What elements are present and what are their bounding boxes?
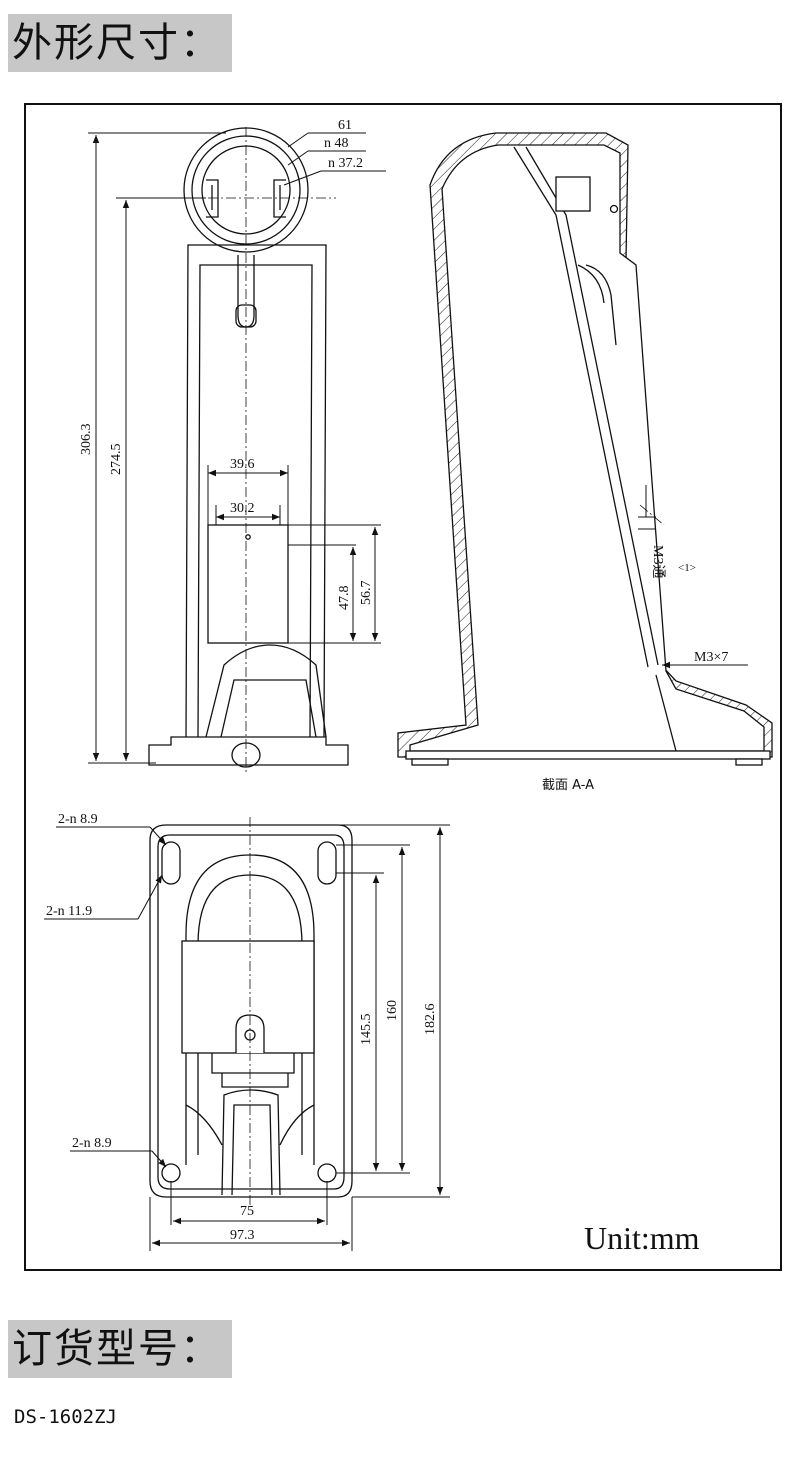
order-title: 订货型号：	[8, 1320, 232, 1378]
hole-top-small-label: 2-n 8.9	[58, 812, 98, 827]
front-view	[148, 127, 349, 768]
screw-note: <1>	[678, 562, 696, 574]
screw-through-label: M3通	[650, 545, 666, 578]
technical-drawing: 61 n 48 n 37.2 306.3 274.5 39.6 30.2 47.…	[24, 103, 782, 1271]
dim-plate-height-outer: 56.7	[359, 581, 374, 606]
base-view	[149, 824, 353, 1198]
dim-base-length: 182.6	[423, 1004, 438, 1036]
dim-plate-width-inner: 30.2	[230, 501, 255, 516]
dim-slot-spacing-vertical: 160	[385, 1000, 400, 1021]
unit-label: Unit:mm	[584, 1220, 700, 1256]
dim-plate-width-outer: 39.6	[230, 457, 255, 472]
dim-hole-spacing-horizontal: 75	[240, 1204, 254, 1219]
section-annotations	[638, 485, 748, 669]
model-code: DS-1602ZJ	[14, 1406, 117, 1428]
dim-inner-diameter: n 37.2	[328, 156, 363, 171]
hole-bottom-label: 2-n 8.9	[72, 1136, 112, 1151]
dim-hole-spacing-vertical: 145.5	[359, 1014, 374, 1046]
dim-plate-height-inner: 47.8	[337, 586, 352, 611]
front-dimensions	[88, 132, 386, 764]
screw-size-label: M3×7	[694, 650, 728, 665]
hole-top-large-label: 2-n 11.9	[46, 904, 92, 919]
section-view	[397, 132, 773, 766]
dim-total-height: 306.3	[79, 424, 94, 456]
dim-center-height: 274.5	[109, 444, 124, 476]
dimensions-title: 外形尺寸：	[8, 14, 232, 72]
dim-base-width: 97.3	[230, 1228, 255, 1243]
section-label: 截面 A-A	[542, 778, 594, 793]
base-dimensions	[44, 824, 450, 1251]
dim-outer-diameter: 61	[338, 118, 352, 133]
dim-mid-diameter: n 48	[324, 136, 349, 151]
